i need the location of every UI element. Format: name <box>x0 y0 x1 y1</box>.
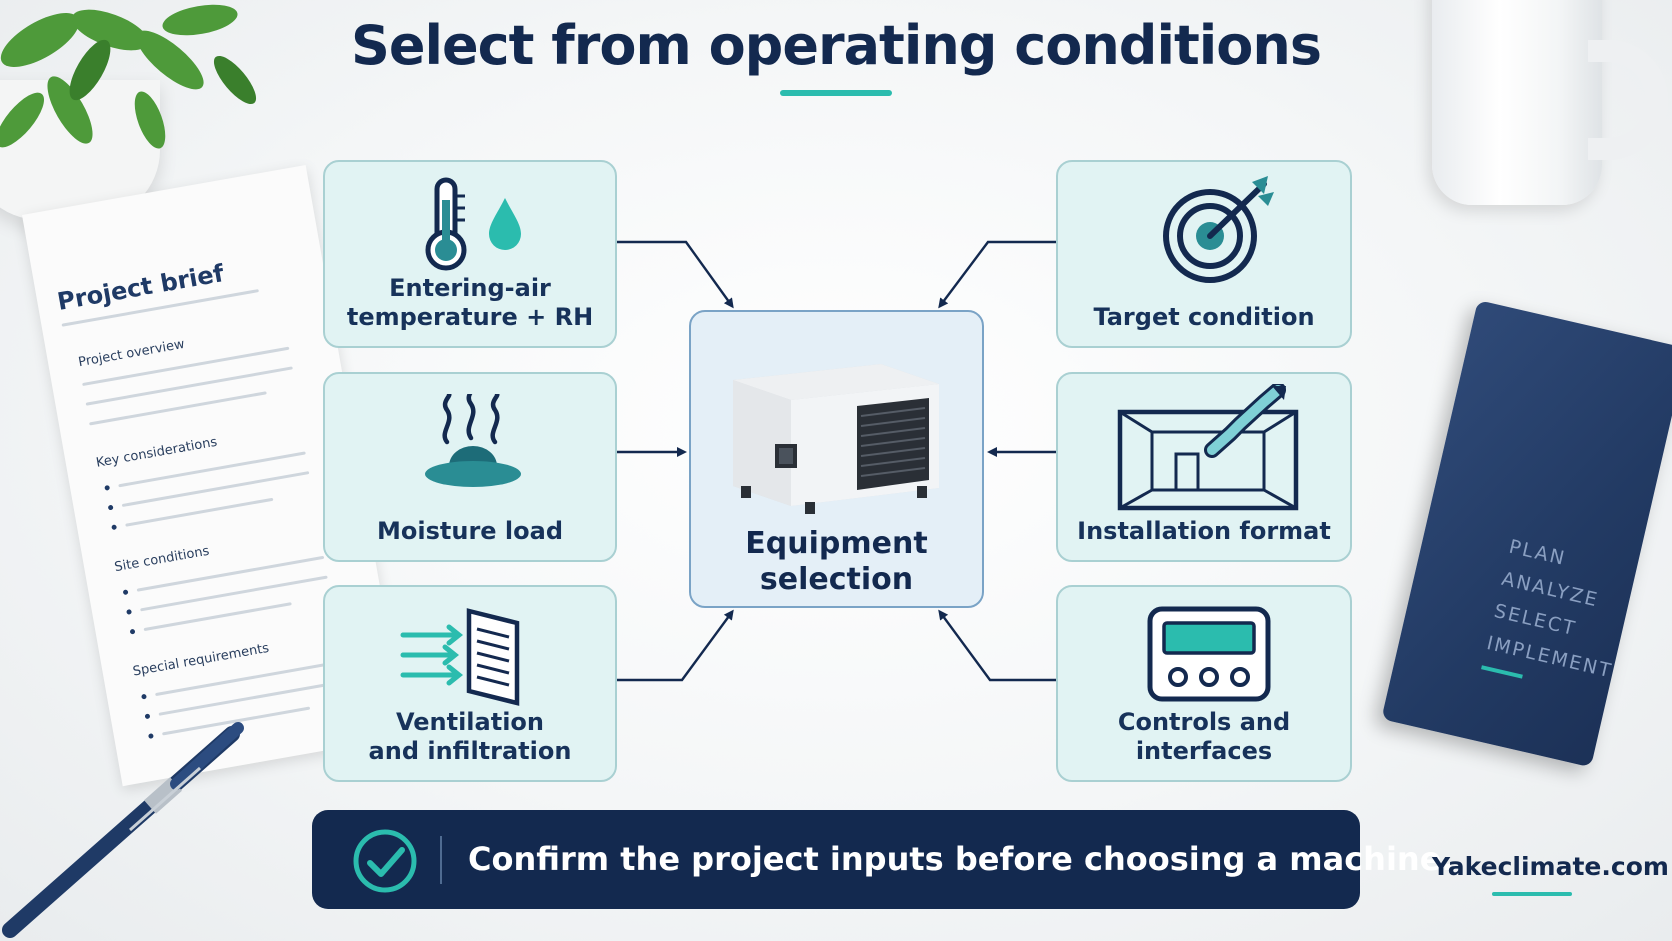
pen-icon <box>2 722 244 938</box>
arrow-ventilation <box>617 609 734 682</box>
page-title: Select from operating conditions <box>351 14 1322 77</box>
control-panel-icon <box>1147 606 1271 702</box>
thermometer-drop-icon <box>425 177 521 271</box>
evaporation-icon <box>425 394 521 487</box>
card-target: Target condition <box>1056 160 1352 348</box>
check-circle-icon <box>353 829 417 893</box>
arrow-entering-air <box>617 240 734 309</box>
arrow-target <box>938 240 1056 309</box>
card-entering-air: Entering-air temperature + RH <box>323 160 617 348</box>
coffee-mug <box>1432 0 1602 205</box>
card-label: Installation format <box>1077 517 1331 545</box>
room-duct-icon <box>1117 384 1299 511</box>
banner-text: Confirm the project inputs before choosi… <box>468 840 1454 878</box>
card-label: Target condition <box>1093 303 1315 331</box>
card-label: Ventilation and infiltration <box>368 708 572 765</box>
card-controls: Controls and interfaces <box>1056 585 1352 782</box>
center-label: Equipment selection <box>745 526 928 597</box>
card-installation: Installation format <box>1056 372 1352 562</box>
dehumidifier-unit-icon <box>733 364 939 514</box>
card-label: Moisture load <box>377 517 563 545</box>
title-underline <box>780 90 892 96</box>
card-ventilation: Ventilation and infiltration <box>323 585 617 782</box>
card-equipment-selection: Equipment selection <box>689 310 984 608</box>
card-label: Entering-air temperature + RH <box>346 274 594 331</box>
ventilation-grille-icon <box>400 608 520 706</box>
brand-url: Yakeclimate.com <box>1432 852 1669 881</box>
confirmation-banner: Confirm the project inputs before choosi… <box>312 810 1454 909</box>
brand-underline <box>1492 892 1572 896</box>
target-icon <box>1163 176 1274 283</box>
card-label: Controls and interfaces <box>1117 708 1291 765</box>
arrow-controls <box>938 609 1056 682</box>
banner-divider <box>440 836 442 884</box>
card-moisture: Moisture load <box>323 372 617 562</box>
plant-leaves-icon <box>0 4 257 149</box>
